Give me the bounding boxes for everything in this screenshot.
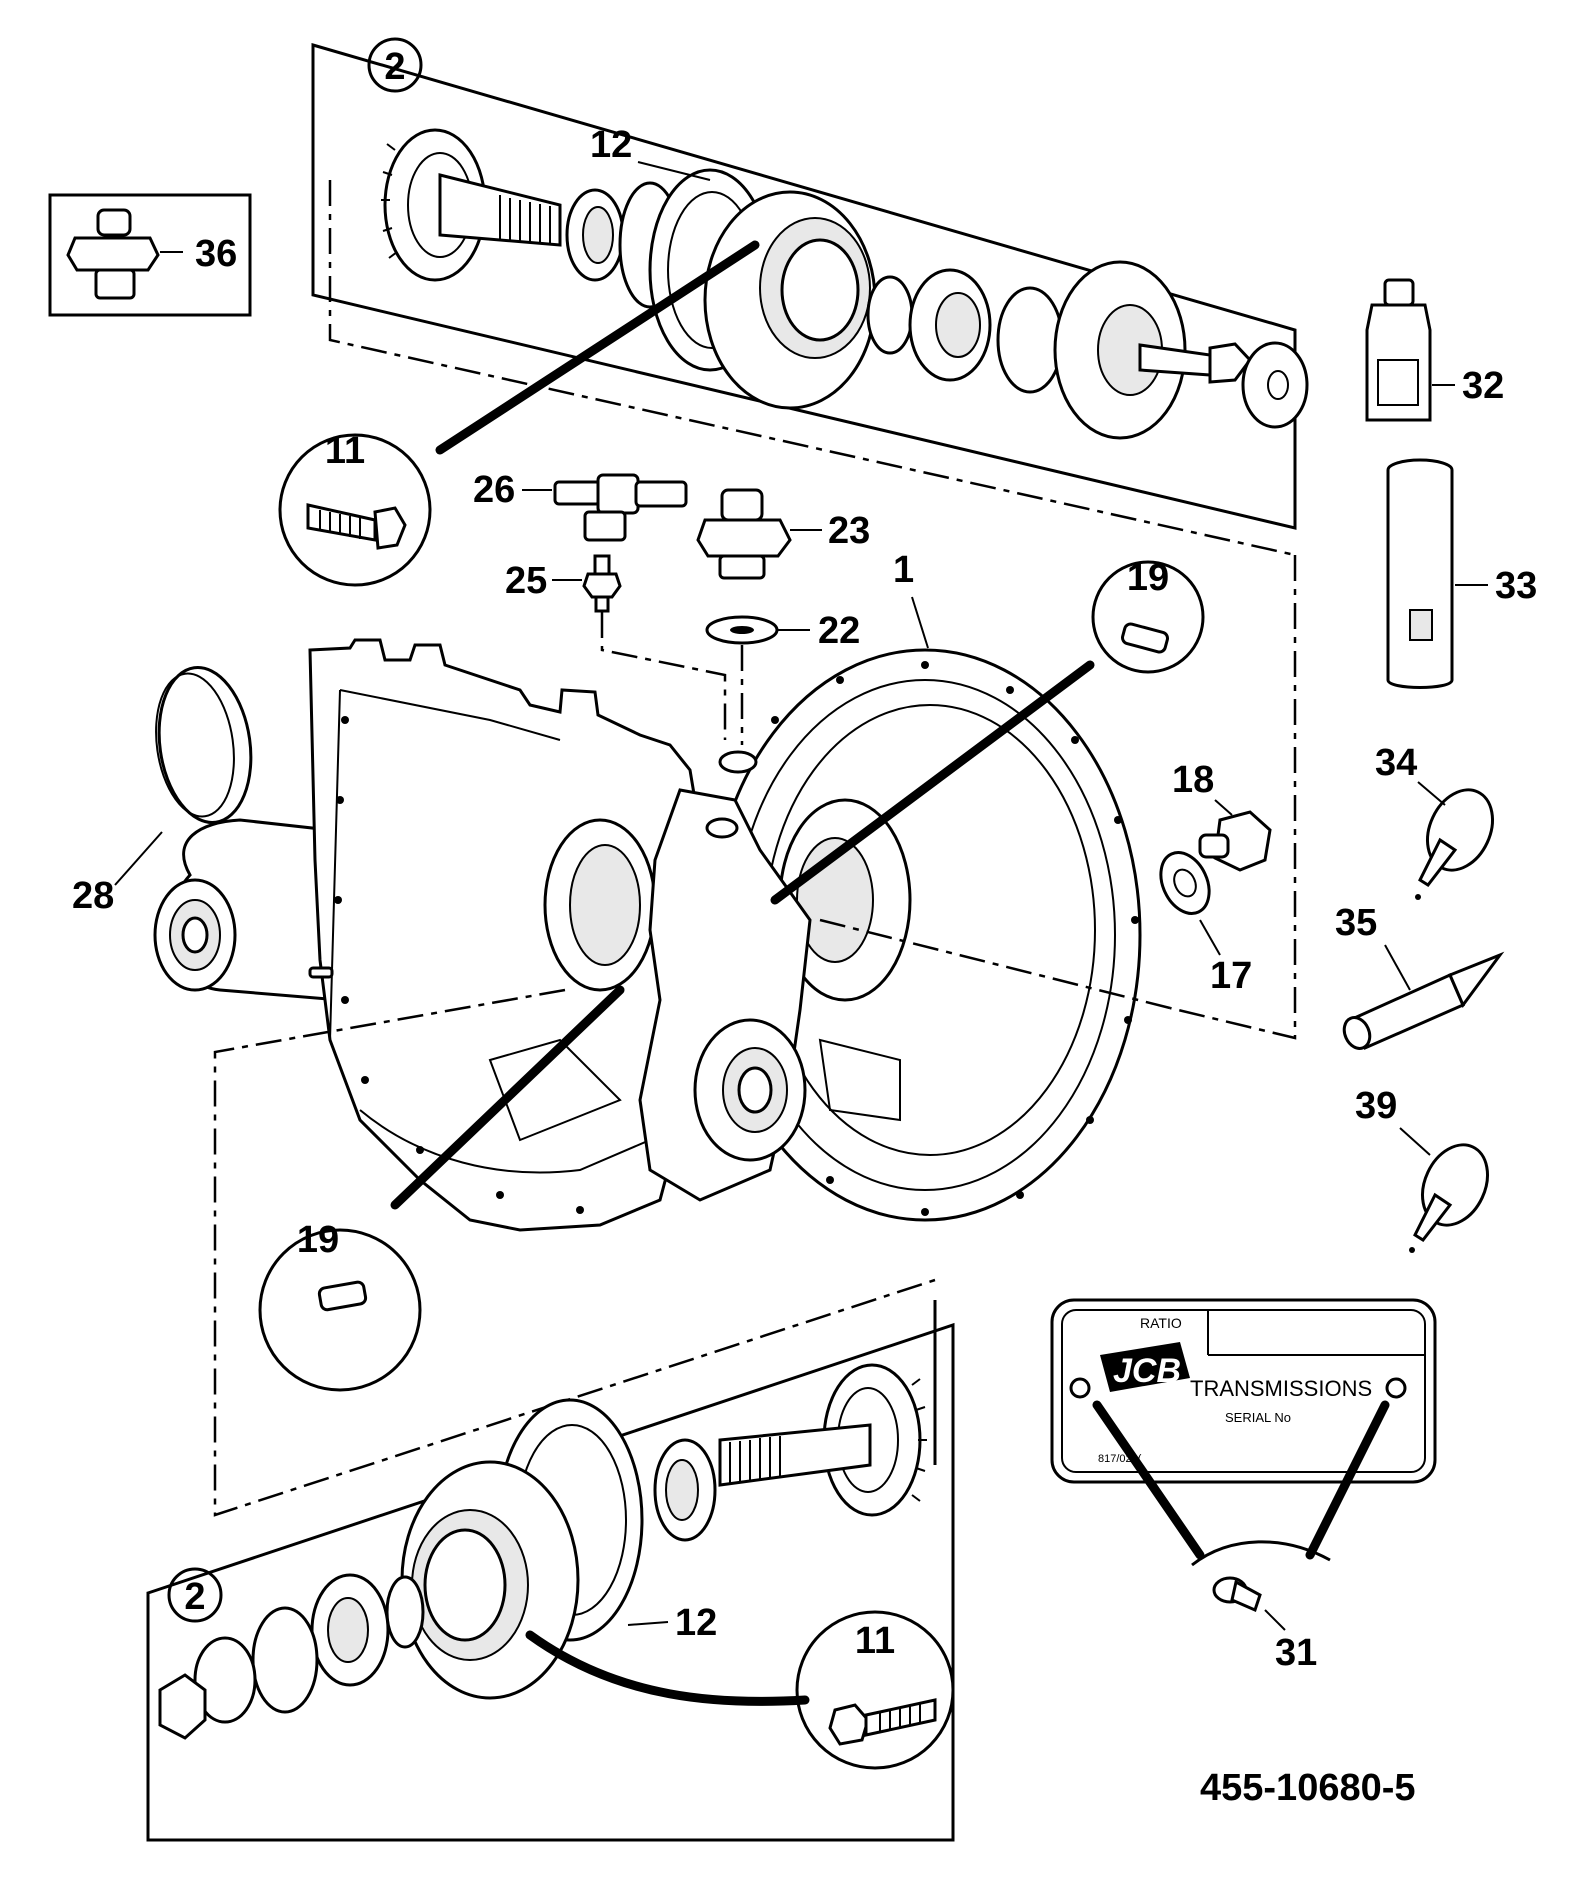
top-bearing-outer [908, 268, 992, 382]
svg-text:11: 11 [325, 430, 365, 472]
housing-bolt-holes [334, 661, 1139, 1216]
plate-leader-right [1305, 1400, 1390, 1560]
svg-text:19: 19 [1127, 557, 1169, 599]
housing-dash-outline-left [213, 988, 936, 1517]
callout-35: 35 [1335, 902, 1377, 944]
bottom-bearing [653, 1438, 717, 1542]
plate-ratio-label: RATIO [1140, 1315, 1182, 1331]
plate-serial-label: SERIAL No [1225, 1410, 1291, 1425]
top-leader-to-bolt [435, 240, 760, 455]
callout-31: 31 [1275, 1632, 1317, 1674]
bottom-output-flange [158, 1636, 257, 1740]
top-output-flange [1053, 260, 1252, 440]
plate-product: TRANSMISSIONS [1190, 1376, 1372, 1401]
svg-text:2: 2 [384, 46, 405, 88]
top-bearing-housing [703, 190, 877, 410]
jcb-logo: JCB [1100, 1342, 1190, 1392]
callout-12-bottom: 12 [675, 1602, 717, 1644]
top-bearing [565, 188, 625, 282]
item-36-box: 36 [48, 193, 252, 317]
callout-22: 22 [818, 610, 860, 652]
bottom-spacer-ring [251, 1606, 319, 1714]
tee-fitting-26 [553, 473, 688, 542]
rivet-31 [1212, 1576, 1262, 1613]
bolt-icon [306, 503, 407, 550]
top-end-washer [1241, 341, 1309, 429]
rivet-arc [1191, 1540, 1331, 1567]
transmission-housing [153, 638, 1142, 1232]
top-pinion-shaft [438, 173, 562, 247]
callout-23: 23 [828, 510, 870, 552]
callout-26: 26 [473, 469, 515, 511]
callout-18: 18 [1172, 759, 1214, 801]
washer-22 [705, 615, 779, 645]
bottom-bearing-outer [310, 1573, 390, 1687]
plug-18 [1198, 810, 1272, 872]
svg-text:11: 11 [855, 1620, 895, 1662]
top-assembly-dash-outline [328, 180, 1296, 557]
fitting-dash-line-25 [600, 612, 727, 740]
identification-plate: RATIO JCB TRANSMISSIONS SERIAL No 817/02… [1050, 1298, 1437, 1484]
plug-19-right-callout: 19 [1091, 557, 1205, 674]
top-o-ring [866, 275, 914, 355]
dispenser-39 [1409, 1143, 1489, 1253]
dispenser-34 [1415, 788, 1494, 900]
bottom-o-ring [385, 1575, 425, 1649]
callout-33: 33 [1495, 565, 1537, 607]
svg-text:JCB: JCB [1113, 1352, 1181, 1390]
callout-17: 17 [1210, 955, 1252, 997]
bolt-icon [828, 1698, 937, 1746]
plug-dash-line [819, 918, 1171, 1010]
bottle-32 [1365, 278, 1432, 422]
bottom-shaft-assembly-group [146, 1300, 955, 1842]
bottom-leader-to-bolt [525, 1630, 810, 1706]
svg-text:2: 2 [184, 1576, 205, 1618]
top-shaft-assembly-group [311, 43, 1309, 557]
tube-35 [1342, 951, 1505, 1050]
callout-39: 39 [1355, 1085, 1397, 1127]
callout-1: 1 [893, 549, 914, 591]
callout-34: 34 [1375, 742, 1417, 784]
cover-cap-28 [155, 666, 253, 824]
callout-2-bottom: 2 [167, 1567, 223, 1623]
bolt-11-bottom-callout: 11 [795, 1610, 955, 1770]
bottom-pinion-shaft [718, 1423, 872, 1487]
drawing-number: 455-10680-5 [1200, 1767, 1416, 1809]
leader-19-right [770, 660, 1095, 905]
callout-25: 25 [505, 560, 547, 602]
top-assembly-panel-frame [311, 43, 1297, 530]
callout-12-top: 12 [590, 124, 632, 166]
callout-32: 32 [1462, 365, 1504, 407]
plug-19-left-callout: 19 [258, 1219, 422, 1392]
plate-leader-left [1092, 1400, 1205, 1560]
top-spacer-ring [996, 286, 1064, 394]
callout-2-top: 2 [367, 37, 423, 93]
callout-36: 36 [195, 233, 237, 275]
bottom-assembly-panel-frame [146, 1322, 955, 1842]
callout-28: 28 [72, 875, 114, 917]
fitting-36-icon [66, 208, 160, 300]
nipple-25 [582, 554, 622, 613]
bottom-bearing-housing [400, 1460, 580, 1700]
svg-text:19: 19 [297, 1219, 339, 1261]
tube-33 [1386, 458, 1454, 689]
leader-19-left [390, 985, 625, 1210]
housing-dash-outline-right [1169, 555, 1297, 1040]
washer-17 [1159, 851, 1211, 915]
breather-23 [696, 488, 792, 580]
bolt-11-top-callout: 11 [278, 430, 432, 587]
